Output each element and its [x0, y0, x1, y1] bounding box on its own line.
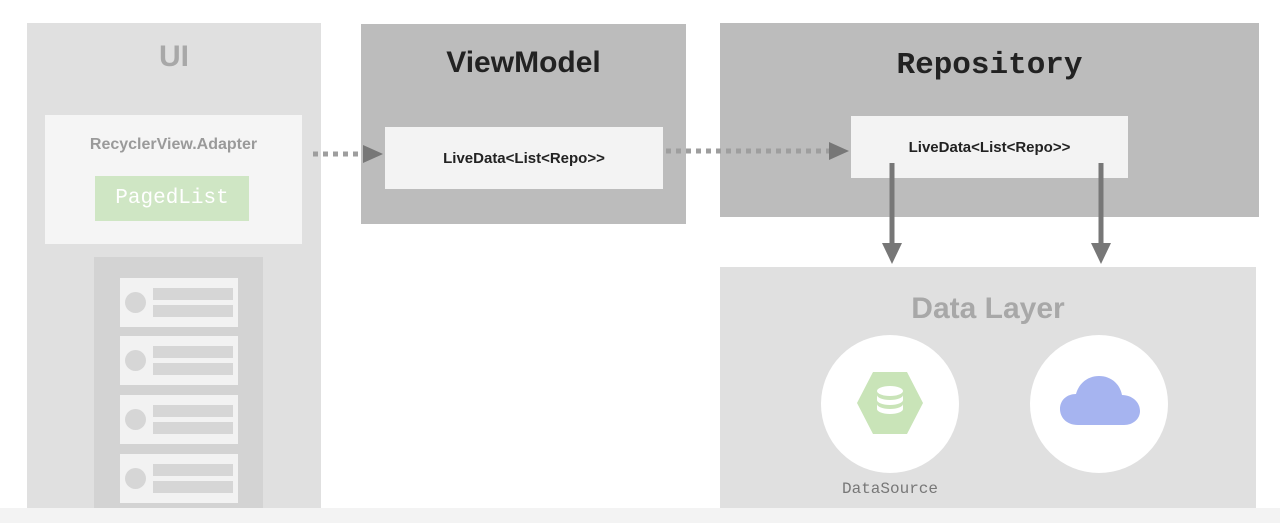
data-layer-panel: [720, 267, 1256, 508]
list-item: [120, 278, 238, 327]
list-item-line: [153, 481, 233, 493]
viewmodel-to-repository-arrowhead: [829, 142, 849, 160]
list-item-line: [153, 363, 233, 375]
ui-to-viewmodel-arrowhead: [363, 145, 383, 163]
list-item: [120, 336, 238, 385]
list-item: [120, 395, 238, 444]
list-item-avatar: [125, 468, 146, 489]
list-item-line: [153, 464, 233, 476]
list-item-line: [153, 346, 233, 358]
viewmodel-livedata-box: LiveData<List<Repo>>: [385, 127, 663, 189]
repository-title: Repository: [896, 48, 1083, 83]
list-item-line: [153, 288, 233, 300]
recyclerview-adapter-label: RecyclerView.Adapter: [89, 136, 258, 153]
list-item-line: [153, 422, 233, 434]
list-item-avatar: [125, 292, 146, 313]
data-layer-title: Data Layer: [911, 292, 1065, 325]
repository-livedata-box: LiveData<List<Repo>>: [851, 116, 1128, 178]
database-icon: [857, 372, 923, 434]
repository-to-datasource-arrowhead: [882, 243, 902, 264]
bottom-strip: [0, 508, 1280, 523]
list-item-line: [153, 405, 233, 417]
list-item-avatar: [125, 350, 146, 371]
ui-title: UI: [159, 40, 189, 73]
list-item-avatar: [125, 409, 146, 430]
paged-list-box: PagedList: [95, 176, 249, 221]
viewmodel-title: ViewModel: [446, 46, 601, 79]
list-item-line: [153, 305, 233, 317]
datasource-label: DataSource: [841, 480, 938, 498]
viewmodel-panel: [361, 24, 686, 224]
cloud-icon: [1060, 376, 1140, 425]
list-item: [120, 454, 238, 503]
repository-to-network-arrowhead: [1091, 243, 1111, 264]
